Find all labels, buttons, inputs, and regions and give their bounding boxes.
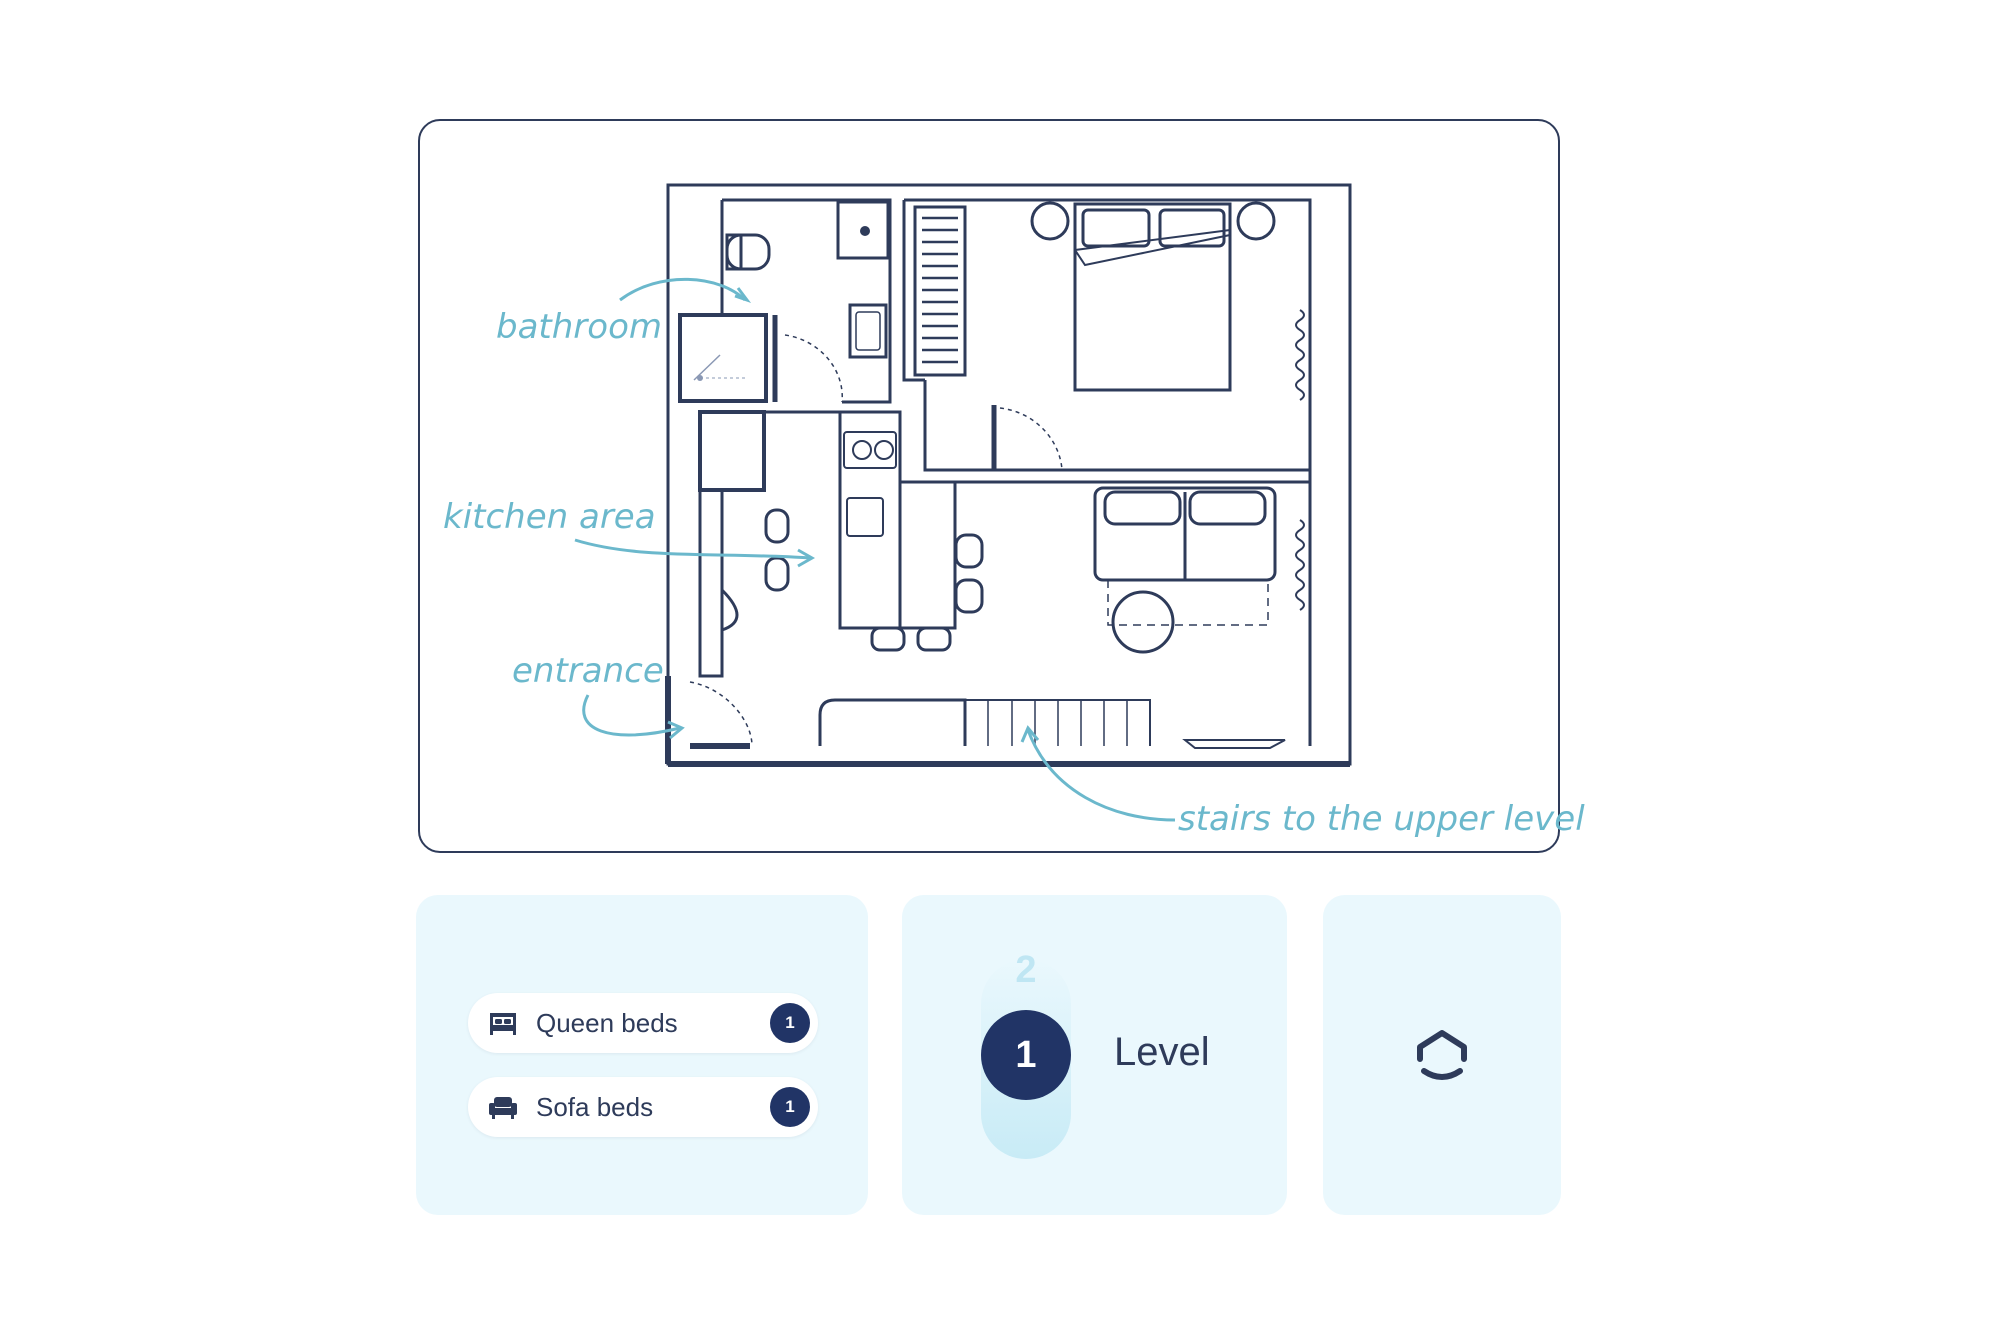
queen-beds-row: Queen beds 1 <box>468 993 818 1053</box>
level-label: Level <box>1114 1030 1210 1074</box>
queen-beds-label: Queen beds <box>536 1008 678 1038</box>
level-current-badge[interactable]: 1 <box>981 1010 1071 1100</box>
level-option-2[interactable]: 2 <box>1015 949 1037 991</box>
home-icon[interactable] <box>1412 1025 1472 1085</box>
floor-plan-card <box>418 119 1560 853</box>
beds-card: Queen beds 1 Sofa beds 1 <box>416 895 868 1215</box>
queen-beds-count-badge: 1 <box>770 1003 810 1043</box>
sofa-beds-row: Sofa beds 1 <box>468 1077 818 1137</box>
sofa-icon <box>489 1097 517 1119</box>
level-card: 2 1 Level <box>902 895 1287 1215</box>
home-card <box>1323 895 1561 1215</box>
bed-icon <box>490 1013 516 1035</box>
sofa-beds-label: Sofa beds <box>536 1092 654 1122</box>
sofa-beds-count-badge: 1 <box>770 1087 810 1127</box>
